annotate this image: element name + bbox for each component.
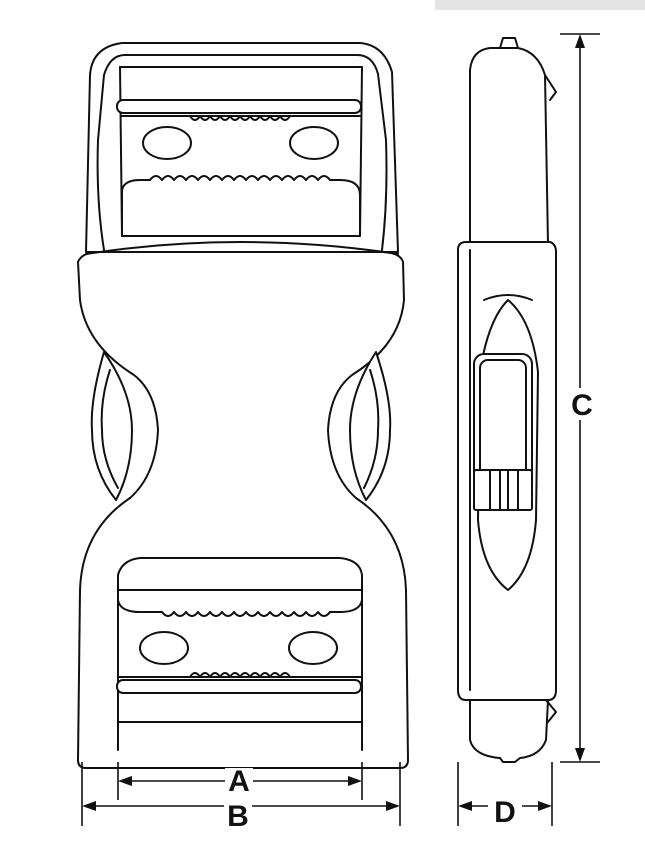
latch-right-inner (363, 369, 380, 489)
bottom-window (117, 557, 363, 751)
bottom-teeth-upper (117, 589, 363, 617)
buckle-front-view (77, 42, 409, 769)
side-top-prong (469, 37, 549, 245)
side-bottom-clip (545, 699, 557, 723)
arrow-a-right (348, 776, 362, 786)
arrow-d-left (458, 801, 472, 811)
corner-strip (435, 0, 645, 10)
latch-right (349, 351, 392, 501)
arrow-b-left (82, 801, 96, 811)
label-d: D (494, 796, 516, 829)
bottom-oval-left (139, 631, 189, 665)
top-frame-inner (96, 54, 388, 251)
label-a: A (228, 765, 250, 798)
top-oval-left (142, 126, 192, 160)
bottom-oval-right (288, 631, 338, 665)
side-top-clip (544, 74, 557, 101)
side-recess-outline (477, 299, 539, 591)
arrow-a-left (118, 776, 132, 786)
side-recess-arc (483, 294, 533, 301)
label-c-bg (568, 388, 594, 420)
side-latch-block (473, 469, 533, 511)
side-bottom-prong (469, 699, 549, 763)
top-oval-right (289, 126, 339, 160)
label-a-bg (225, 768, 253, 794)
latch-left (90, 351, 133, 501)
label-c: C (571, 389, 593, 422)
buckle-side-view (457, 37, 557, 763)
arrow-b-right (386, 801, 400, 811)
top-teeth-upper (189, 115, 291, 121)
label-b-bg (224, 794, 252, 824)
top-rail (116, 99, 362, 114)
body-top-arc (85, 241, 399, 255)
label-b: B (227, 800, 249, 833)
latch-left-inner (100, 369, 119, 489)
top-teeth-lower (121, 175, 361, 237)
arrow-c-top (575, 34, 585, 48)
bottom-rail (116, 679, 362, 694)
arrow-d-right (538, 801, 552, 811)
arrow-c-bottom (575, 748, 585, 762)
